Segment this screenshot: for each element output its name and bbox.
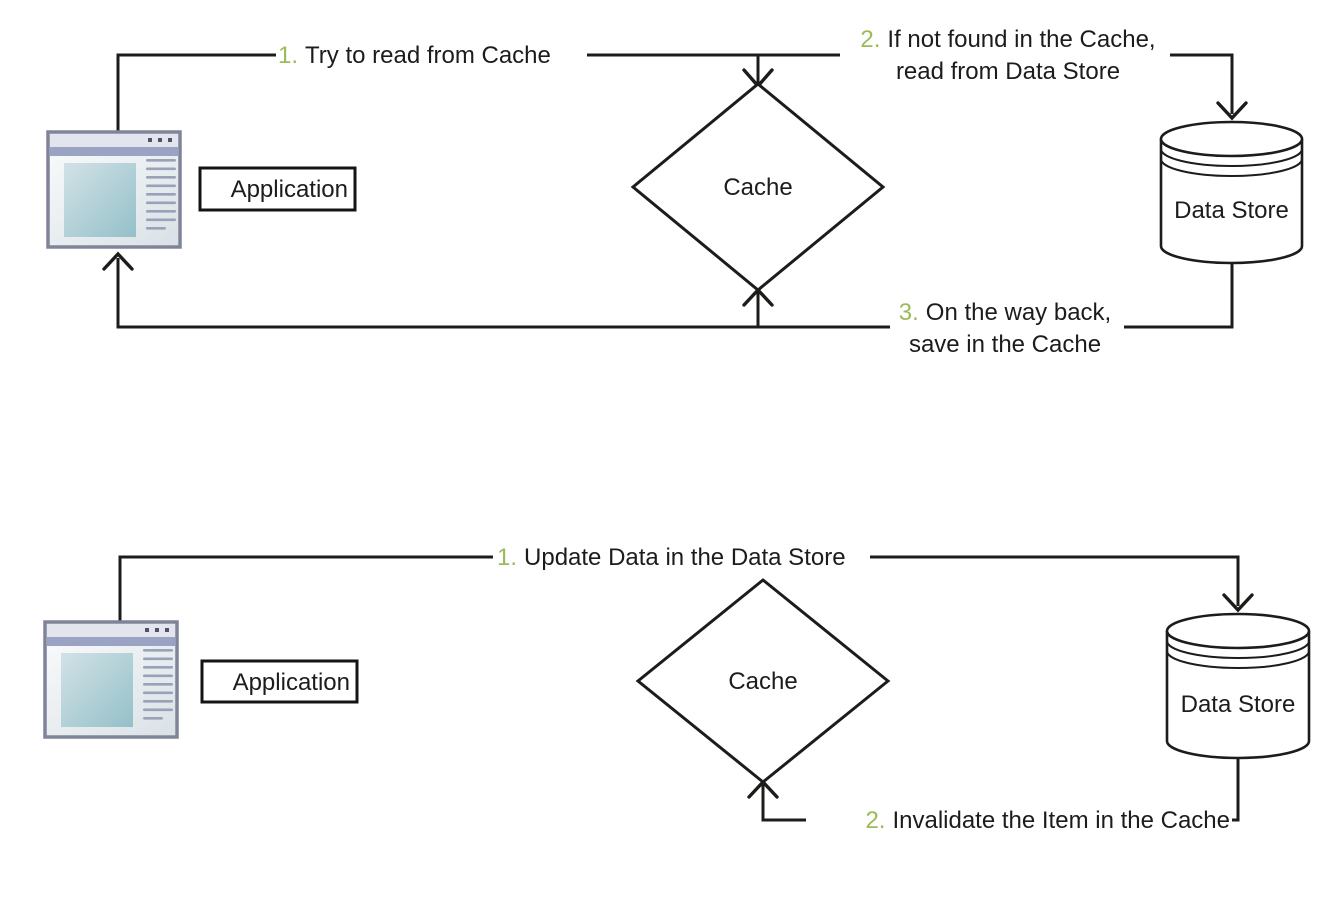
app-titlebar bbox=[50, 134, 178, 147]
top-line-app-to-step1 bbox=[116, 53, 276, 132]
top-flow: Application Cache Data Store 1.Try to re… bbox=[46, 26, 1304, 358]
top-line-step2-to-datastore bbox=[1170, 53, 1234, 114]
cache-label: Cache bbox=[723, 174, 792, 201]
app-menubar bbox=[50, 147, 178, 156]
top-step3-text: 3.On the way back,save in the Cache bbox=[899, 299, 1111, 358]
application-icon bbox=[43, 620, 179, 739]
application-label-box bbox=[198, 166, 357, 212]
cache-label: Cache bbox=[728, 668, 797, 695]
app-content-panel bbox=[61, 653, 133, 727]
application-label-box bbox=[200, 659, 359, 704]
arrowhead-into-datastore-top bbox=[1222, 593, 1254, 613]
datastore-cylinder: Data Store bbox=[1165, 612, 1311, 760]
top-return-step3-to-app bbox=[116, 258, 890, 329]
bottom-flow: Application Cache Data Store 1.Update Da… bbox=[43, 544, 1311, 834]
application-label: Application bbox=[233, 669, 350, 696]
arrowhead-into-app-bottom bbox=[102, 251, 134, 271]
datastore-disk-line bbox=[1160, 148, 1303, 167]
top-return-datastore-to-step3 bbox=[1124, 263, 1234, 329]
app-text-lines-icon bbox=[146, 159, 176, 230]
top-step1-text: 1.Try to read from Cache bbox=[278, 42, 551, 69]
app-content-panel bbox=[64, 163, 136, 237]
application-label: Application bbox=[231, 176, 348, 203]
arrowhead-into-datastore-top bbox=[1216, 101, 1248, 121]
datastore-disk-line bbox=[1160, 158, 1303, 177]
datastore-body bbox=[1159, 139, 1304, 265]
bottom-line-step1-to-datastore bbox=[870, 555, 1240, 606]
cache-diamond bbox=[635, 578, 891, 784]
bottom-line-step2-to-cache bbox=[761, 784, 806, 822]
app-menubar bbox=[47, 637, 175, 646]
bottom-return-datastore-to-step2 bbox=[1232, 758, 1240, 822]
app-titlebar bbox=[47, 624, 175, 637]
datastore-disk-line bbox=[1166, 650, 1310, 669]
datastore-label: Data Store bbox=[1181, 691, 1296, 718]
bottom-step2-text: 2.Invalidate the Item in the Cache bbox=[865, 807, 1230, 834]
bottom-line-app-to-step1 bbox=[118, 555, 493, 622]
bottom-step1-text: 1.Update Data in the Data Store bbox=[497, 544, 846, 571]
app-titlebar-dots-icon bbox=[145, 628, 169, 632]
datastore-body bbox=[1165, 631, 1311, 760]
datastore-cylinder: Data Store bbox=[1159, 120, 1304, 265]
top-step2-text: 2.If not found in the Cache,read from Da… bbox=[860, 26, 1155, 85]
application-icon bbox=[46, 130, 182, 249]
datastore-label: Data Store bbox=[1174, 197, 1289, 224]
datastore-top bbox=[1165, 612, 1311, 650]
cache-diamond bbox=[630, 82, 886, 292]
datastore-top bbox=[1159, 120, 1304, 158]
app-titlebar-dots-icon bbox=[148, 138, 172, 142]
app-text-lines-icon bbox=[143, 649, 173, 720]
datastore-disk-line bbox=[1166, 640, 1310, 659]
